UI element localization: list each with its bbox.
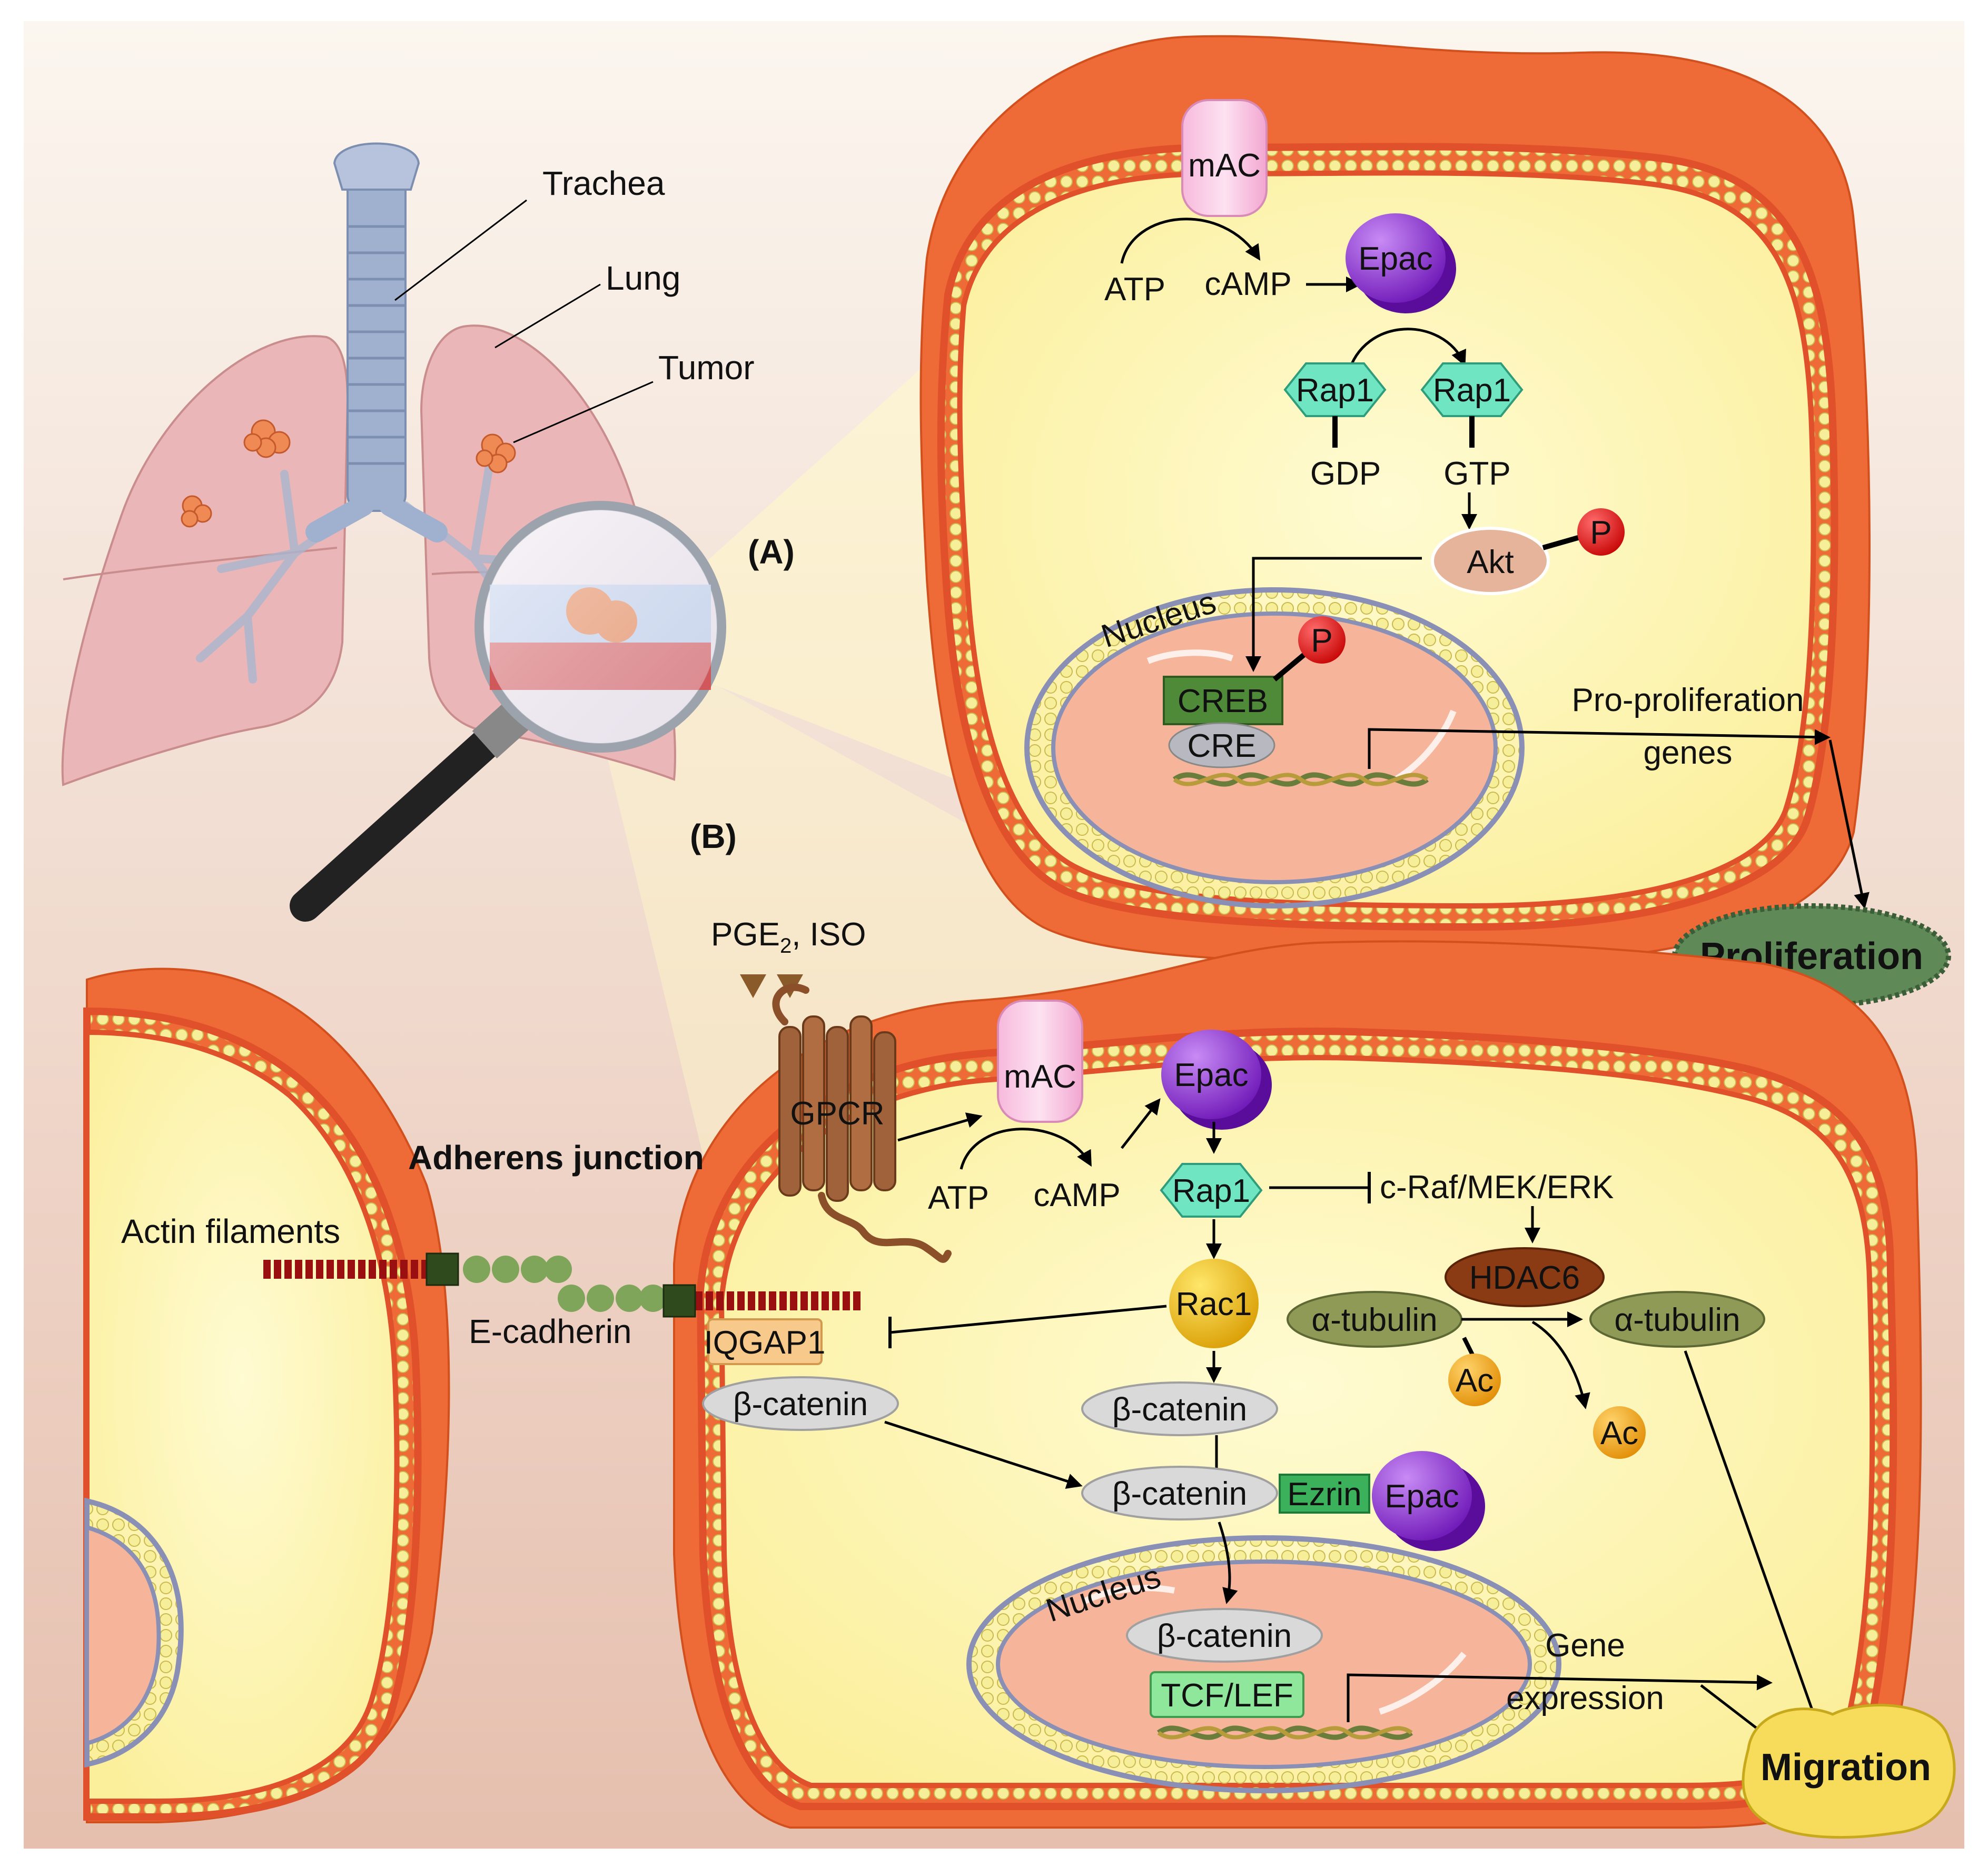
phospho-creb-label: P [1311, 623, 1332, 659]
ac-free: Ac [1593, 1406, 1646, 1459]
creb: CREB [1163, 676, 1283, 725]
tubulin-acetylated: α-tubulin [1287, 1291, 1462, 1348]
phospho-akt-label: P [1590, 515, 1611, 551]
hdac6-label: HDAC6 [1469, 1260, 1580, 1296]
ac-bound-label: Ac [1456, 1362, 1494, 1399]
panel-b-left-cell [83, 967, 450, 1823]
migration-label: Migration [1760, 1746, 1931, 1789]
rap1-a-left-label: Rap1 [1296, 372, 1374, 409]
trachea-label: Trachea [542, 164, 665, 202]
trachea-rings [349, 225, 404, 465]
epac-a-label: Epac [1358, 241, 1432, 277]
panel-a-cell [919, 35, 1871, 965]
catenin-nuclear-label: β-catenin [1157, 1618, 1292, 1654]
camp-a-label: cAMP [1204, 266, 1291, 302]
epac-b-top: Epac [1161, 1030, 1272, 1130]
epac-complex-label: Epac [1384, 1478, 1459, 1515]
tumor-label: Tumor [658, 349, 755, 387]
rap1-gtp: Rap1 GTP [1420, 362, 1524, 492]
epac-a: Epac [1346, 213, 1456, 313]
rac1-label: Rac1 [1176, 1286, 1252, 1322]
catenin-nuclear: β-catenin [1126, 1608, 1323, 1663]
catenin-membrane-label: β-catenin [733, 1386, 868, 1423]
lung-label: Lung [606, 259, 680, 297]
panel-b-label: (B) [690, 817, 737, 855]
atp-a-label: ATP [1104, 271, 1165, 308]
magnifier-handle [290, 700, 532, 922]
ligand-label: PGE2, ISO [711, 916, 866, 957]
raf-mek-erk-label: c-Raf/MEK/ERK [1380, 1169, 1614, 1206]
akt-label: Akt [1467, 544, 1514, 580]
proliferation-outcome: Proliferation [1672, 903, 1951, 1009]
tubulin-right-label: α-tubulin [1614, 1302, 1740, 1338]
mac-a-channel: mAC [1181, 99, 1268, 217]
adherens-junction-label: Adherens junction [408, 1139, 704, 1177]
panel-b-main-cell [673, 940, 1922, 1829]
rap1-a-right-label: Rap1 [1433, 372, 1511, 409]
catenin-complex-label: β-catenin [1112, 1476, 1247, 1512]
iqgap1: IQGAP1 [704, 1318, 826, 1365]
gtp-label: GTP [1443, 456, 1510, 492]
camp-b-label: cAMP [1033, 1177, 1120, 1213]
rap1-b: Rap1 [1160, 1163, 1263, 1218]
nucleus-b [996, 1559, 1532, 1769]
mac-b-label: mAC [1004, 1059, 1076, 1095]
trachea [347, 173, 407, 512]
magnifier-collar [472, 702, 529, 759]
tcf-lef-label: TCF/LEF [1161, 1677, 1293, 1714]
e-cadherin-chain [426, 1252, 696, 1318]
akt: Akt [1431, 527, 1550, 595]
ac-free-label: Ac [1600, 1415, 1638, 1452]
epac-b-top-label: Epac [1174, 1057, 1248, 1093]
catenin-membrane: β-catenin [702, 1376, 899, 1431]
creb-label: CREB [1178, 683, 1268, 719]
catenin-mid: β-catenin [1081, 1381, 1278, 1436]
hdac6: HDAC6 [1445, 1247, 1605, 1307]
catenin-mid-label: β-catenin [1112, 1391, 1247, 1428]
tubulin-deacetylated: α-tubulin [1589, 1291, 1765, 1348]
gene-line2: expression [1506, 1680, 1664, 1716]
gpcr-label: GPCR [790, 1095, 884, 1132]
actin-filaments-label: Actin filaments [121, 1212, 340, 1250]
rap1-b-label: Rap1 [1172, 1173, 1250, 1209]
iqgap1-label: IQGAP1 [704, 1325, 826, 1361]
ac-bound: Ac [1448, 1354, 1501, 1406]
phospho-akt: P [1577, 508, 1625, 556]
tumor-clusters [181, 419, 516, 528]
mac-b-channel: mAC [997, 1000, 1083, 1123]
cre-label: CRE [1188, 728, 1257, 764]
ezrin-label: Ezrin [1287, 1476, 1361, 1513]
gpcr: GPCR [772, 983, 952, 1263]
lung-illustration [61, 142, 726, 922]
atp-b-label: ATP [928, 1180, 989, 1216]
tcf-lef: TCF/LEF [1150, 1671, 1304, 1718]
tubulin-left-label: α-tubulin [1311, 1302, 1437, 1338]
larynx [333, 142, 420, 191]
e-cadherin-label: E-cadherin [469, 1312, 632, 1350]
catenin-ezrin-epac-complex: β-catenin Ezrin Epac [1081, 1451, 1485, 1551]
rac1: Rac1 [1169, 1259, 1259, 1348]
gdp-label: GDP [1310, 456, 1381, 492]
panel-a-label: (A) [748, 533, 795, 571]
mac-a-label: mAC [1188, 147, 1261, 184]
cre: CRE [1168, 722, 1275, 768]
migration-outcome: Migration [1742, 1704, 1956, 1839]
genes-a-line2: genes [1644, 735, 1733, 771]
rap1-gdp: Rap1 GDP [1283, 362, 1387, 492]
zoom-beam-b [590, 679, 1211, 1232]
phospho-creb: P [1298, 616, 1346, 664]
genes-a-line1: Pro-proliferation [1571, 682, 1804, 718]
gene-line1: Gene [1545, 1627, 1625, 1664]
